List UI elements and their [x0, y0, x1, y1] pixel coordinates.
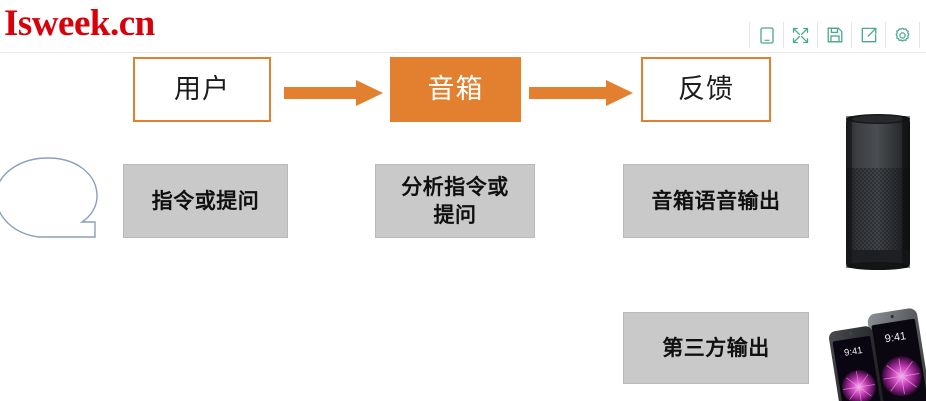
share-button[interactable]: [852, 22, 886, 48]
settings-gear-icon: [894, 26, 911, 44]
page-header: Isweek.cn: [0, 0, 926, 53]
detail-box-third-party-output[interactable]: 第三方输出: [623, 312, 809, 384]
save-icon: [827, 27, 843, 43]
brand-logo: Isweek.cn: [4, 3, 155, 44]
mobile-preview-icon: [759, 26, 774, 44]
mobile-preview-button[interactable]: [749, 22, 784, 48]
flow-arrow-2: [529, 78, 634, 108]
detail-box-voice-output-label: 音箱语音输出: [651, 188, 781, 213]
detail-box-command[interactable]: 指令或提问: [123, 164, 288, 238]
flow-step-feedback-label: 反馈: [678, 73, 734, 104]
speech-bubble-shape: [0, 152, 104, 244]
flow-step-feedback[interactable]: 反馈: [641, 57, 771, 122]
toolbar: [749, 22, 920, 48]
save-button[interactable]: [818, 22, 852, 48]
share-icon: [861, 27, 877, 43]
detail-box-analyze[interactable]: 分析指令或 提问: [375, 164, 535, 238]
smartphones-image: 9:41 9:41: [829, 306, 926, 401]
flow-step-speaker-label: 音箱: [427, 73, 484, 104]
detail-box-voice-output[interactable]: 音箱语音输出: [623, 164, 809, 238]
detail-box-command-label: 指令或提问: [151, 188, 260, 213]
fullscreen-button[interactable]: [784, 22, 818, 48]
smart-speaker-image: [832, 112, 924, 272]
flow-step-user[interactable]: 用户: [133, 57, 271, 122]
svg-text:9:41: 9:41: [843, 345, 863, 359]
detail-box-analyze-label: 分析指令或 提问: [401, 174, 509, 227]
flow-arrow-1: [284, 78, 384, 108]
flow-step-user-label: 用户: [174, 73, 230, 104]
svg-text:9:41: 9:41: [884, 330, 907, 345]
settings-button[interactable]: [886, 22, 920, 48]
detail-box-third-party-output-label: 第三方输出: [662, 335, 770, 360]
flow-step-speaker[interactable]: 音箱: [390, 57, 521, 122]
fullscreen-icon: [792, 27, 809, 44]
